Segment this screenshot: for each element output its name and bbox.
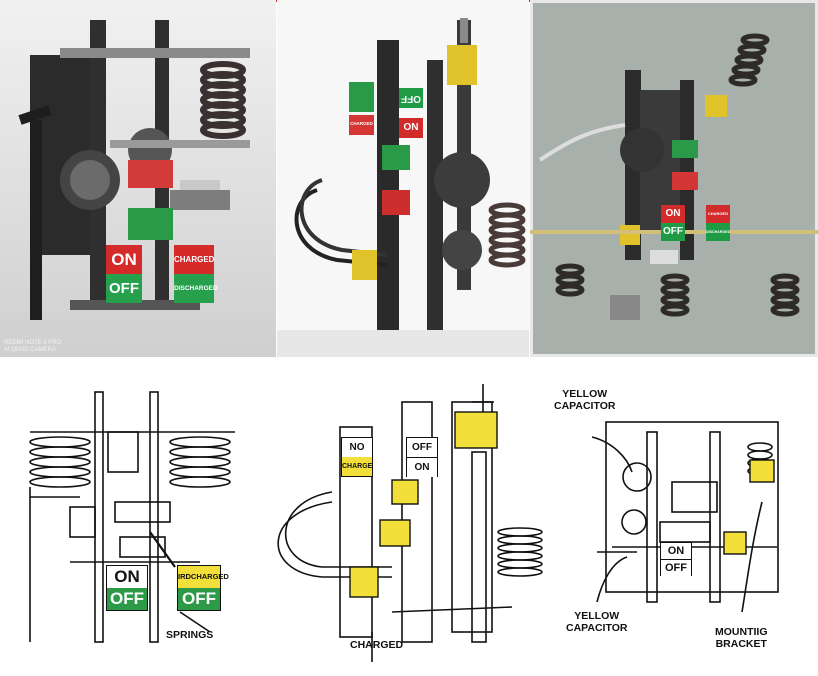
on-off-indicator: ON OFF bbox=[106, 245, 142, 303]
on-label-right: ON bbox=[661, 205, 685, 223]
diagram-right: YELLOW CAPACITOR ON OFF YELLOW CAPACITOR… bbox=[552, 362, 818, 676]
charged-label-diagram: IRDCHARGED bbox=[178, 566, 229, 588]
on-label: ON bbox=[106, 245, 142, 274]
on-off-indicator-diagram-right: ON OFF bbox=[660, 542, 692, 576]
yellow-capacitor-callout-top: YELLOW CAPACITOR bbox=[554, 388, 616, 412]
off-label-diagram-2: OFF bbox=[178, 588, 220, 610]
diagram-left-art bbox=[29, 391, 235, 643]
charged-label-right: CHARGED bbox=[706, 205, 730, 223]
charge-indicator-right: CHARGED DISCHARGED bbox=[706, 205, 730, 241]
diagram-middle-art bbox=[277, 384, 543, 662]
photo-middle-art bbox=[277, 0, 529, 357]
charged-label: CHARGED bbox=[174, 245, 214, 274]
off-on-indicator-diagram: OFF ON bbox=[406, 437, 438, 477]
off-label-right: OFF bbox=[661, 223, 685, 241]
discharged-label-right: DISCHARGED bbox=[706, 223, 730, 241]
on-flag: ON bbox=[399, 118, 423, 138]
on-label-diagram-right: ON bbox=[661, 543, 691, 559]
off-label-middle-diagram: OFF bbox=[407, 438, 437, 457]
on-label-middle-diagram: ON bbox=[407, 457, 437, 477]
charged-callout: CHARGED bbox=[350, 639, 404, 651]
on-off-indicator-right: ON OFF bbox=[661, 205, 685, 241]
mounting-bracket-callout: MOUNTIIG BRACKET bbox=[715, 626, 768, 650]
off-flag: OFF bbox=[399, 88, 423, 108]
charge-indicator: CHARGED DISCHARGED bbox=[174, 245, 218, 303]
camera-watermark: REDMI NOTE 8 PRO AI QUAD CAMERA bbox=[4, 340, 61, 354]
on-off-indicator-diagram: ON OFF bbox=[106, 565, 148, 611]
no-charge-indicator-diagram: NO CHARGE bbox=[341, 437, 373, 477]
photo-middle-mechanism: OFF ON CHARGED bbox=[277, 0, 529, 357]
diagram-middle: NO CHARGE OFF ON CHARGED bbox=[262, 362, 552, 676]
discharged-label: DISCHARGED bbox=[174, 274, 218, 303]
diagram-left: ON OFF IRDCHARGED OFF SPRINGS bbox=[0, 362, 276, 676]
watermark-line-2: AI QUAD CAMERA bbox=[4, 347, 57, 353]
springs-callout: SPRINGS bbox=[166, 629, 214, 641]
off-label-diagram: OFF bbox=[107, 588, 147, 610]
photo-left-art bbox=[0, 0, 276, 357]
charge-label-diagram: CHARGE bbox=[342, 457, 372, 476]
watermark-line-1: REDMI NOTE 8 PRO bbox=[4, 340, 62, 346]
on-label-diagram: ON bbox=[107, 566, 147, 588]
charged-flag: CHARGED bbox=[350, 121, 373, 126]
photo-right-mechanism: ON OFF CHARGED DISCHARGED bbox=[530, 0, 818, 357]
yellow-capacitor-callout-bottom: YELLOW CAPACITOR bbox=[566, 610, 628, 634]
off-label-diagram-right: OFF bbox=[661, 559, 691, 576]
photo-left-mechanism: ON OFF CHARGED DISCHARGED REDMI NOTE 8 P… bbox=[0, 0, 276, 357]
no-label-diagram: NO bbox=[342, 438, 372, 457]
off-label: OFF bbox=[106, 274, 142, 303]
photo-right-art bbox=[530, 0, 818, 357]
charge-indicator-diagram: IRDCHARGED OFF bbox=[177, 565, 229, 611]
